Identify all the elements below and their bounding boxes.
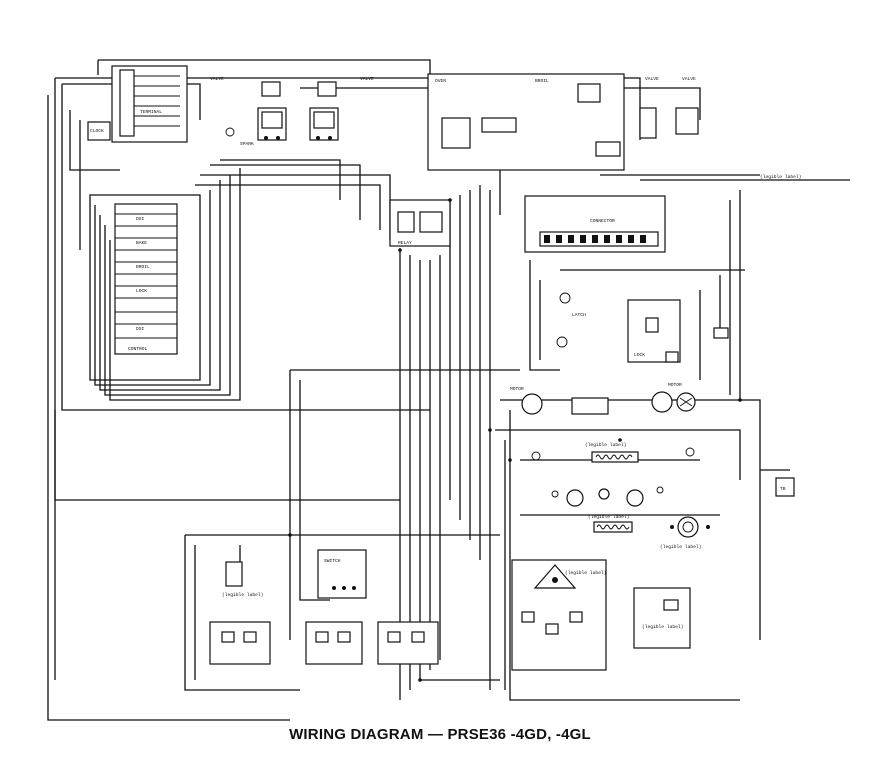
wire-harness xyxy=(47,59,850,721)
switch-box: SWITCH xyxy=(317,549,367,599)
outlet: (legible label) xyxy=(660,516,710,550)
bake-label: (legible label) xyxy=(585,442,626,448)
svg-text:MOTOR: MOTOR xyxy=(510,386,524,392)
fan-box: (legible label) xyxy=(633,587,691,649)
broil-label: (legible label) xyxy=(588,514,629,520)
svg-text:TERMINAL: TERMINAL xyxy=(140,109,162,115)
svg-text:SWITCH: SWITCH xyxy=(324,558,341,564)
fan-label: (legible label) xyxy=(642,624,683,630)
svg-text:CONNECTOR: CONNECTOR xyxy=(590,218,615,224)
svg-text:BROIL: BROIL xyxy=(136,264,150,270)
left-component-label: (legible label) xyxy=(222,592,263,598)
svg-text:LOCK: LOCK xyxy=(634,352,645,358)
svg-text:RELAY: RELAY xyxy=(398,240,412,246)
panel-label: (legible label) xyxy=(565,570,606,576)
svg-text:LOCK: LOCK xyxy=(136,288,147,294)
ground-label: (legible label) xyxy=(760,174,801,180)
connector-block-right: CONNECTOR xyxy=(524,195,666,253)
terminal-block-top-left: TERMINAL CLOCK xyxy=(87,65,188,143)
svg-text:VALVE: VALVE xyxy=(210,76,224,82)
top-switches: VALVE VALVE SPARK xyxy=(210,76,374,147)
left-component: (legible label) xyxy=(222,561,263,598)
svg-text:OVEN: OVEN xyxy=(435,78,446,84)
panel: (legible label) xyxy=(511,559,607,671)
svg-text:VALVE: VALVE xyxy=(645,76,659,82)
junction-dots xyxy=(288,198,742,682)
svg-text:VALVE: VALVE xyxy=(682,76,696,82)
motor-row: MOTOR MOTOR xyxy=(510,382,696,415)
svg-text:DSI: DSI xyxy=(136,326,145,332)
broil-element: (legible label) xyxy=(588,514,633,533)
svg-text:CLOCK: CLOCK xyxy=(90,128,104,134)
svg-text:SPARK: SPARK xyxy=(240,141,254,147)
svg-text:LATCH: LATCH xyxy=(572,312,586,318)
electronic-control-board: DSI BAKE BROIL LOCK DSI CONTROL xyxy=(114,203,178,355)
svg-text:VALVE: VALVE xyxy=(360,76,374,82)
relay-block-center: RELAY xyxy=(389,199,451,247)
bottom-relays xyxy=(209,621,439,665)
gas-valve-group: OVEN BROIL VALVE VALVE xyxy=(427,73,699,171)
diagram-title: WIRING DIAGRAM — PRSE36 -4GD, -4GL xyxy=(289,726,591,743)
svg-text:MOTOR: MOTOR xyxy=(668,382,682,388)
lamp-row xyxy=(551,486,664,507)
svg-text:TB: TB xyxy=(780,486,786,492)
outlet-label: (legible label) xyxy=(660,544,701,550)
bake-element: (legible label) xyxy=(531,442,695,463)
door-latch-area: LATCH LOCK xyxy=(556,292,729,363)
svg-text:CONTROL: CONTROL xyxy=(128,346,148,352)
terminal-far-right: TB xyxy=(775,477,795,497)
svg-text:BROIL: BROIL xyxy=(535,78,549,84)
svg-text:DSI: DSI xyxy=(136,216,145,222)
svg-text:BAKE: BAKE xyxy=(136,240,147,246)
